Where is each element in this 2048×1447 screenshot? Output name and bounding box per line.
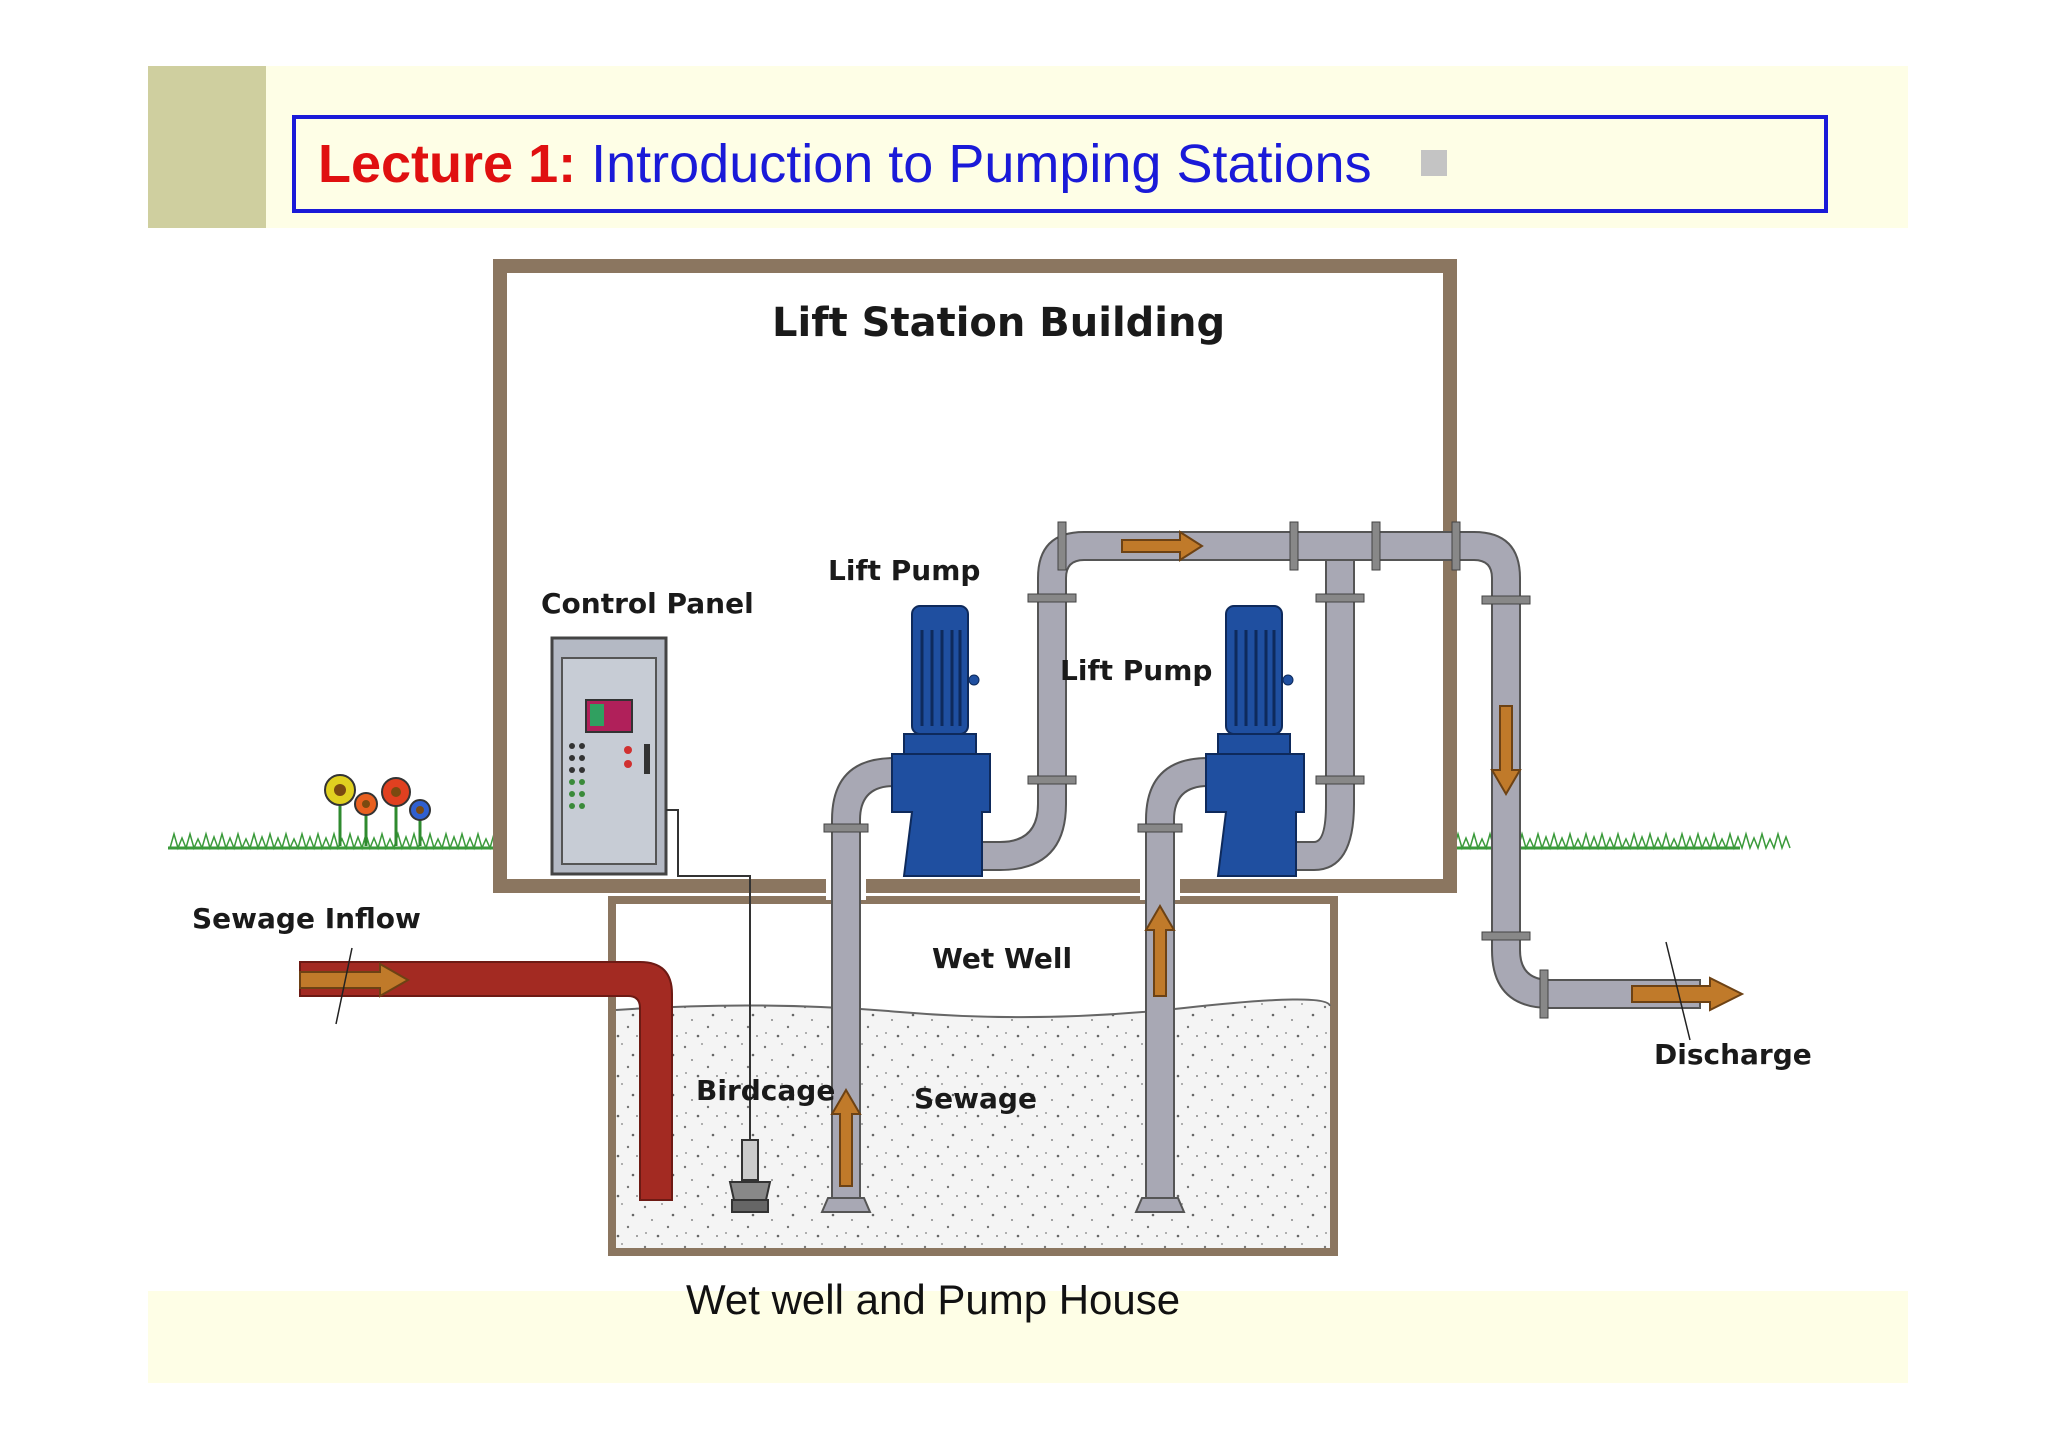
discharge-pipe-system bbox=[981, 521, 1701, 1019]
discharge-arrow-icon bbox=[1631, 976, 1745, 1012]
control-panel-label: Control Panel bbox=[541, 587, 754, 620]
header-accent-block bbox=[148, 66, 266, 228]
down-flow-arrow-icon bbox=[1490, 705, 1522, 796]
up-flow-arrow-2-icon bbox=[1144, 904, 1176, 997]
birdcage-label: Birdcage bbox=[696, 1074, 835, 1107]
building-label: Lift Station Building bbox=[772, 300, 1225, 346]
square-bullet-icon bbox=[1420, 150, 1447, 176]
flow-arrows bbox=[299, 530, 1745, 1187]
footer-band bbox=[148, 1291, 1908, 1383]
title-box: Lecture 1: Introduction to Pumping Stati… bbox=[292, 115, 1828, 213]
title-main: Introduction to Pumping Stations bbox=[591, 134, 1372, 194]
slide-title: Lecture 1: Introduction to Pumping Stati… bbox=[318, 133, 1447, 195]
control-panel bbox=[550, 636, 751, 1180]
birdcage-float bbox=[728, 1139, 772, 1213]
inflow-arrow-icon bbox=[299, 962, 411, 998]
flowers-decoration bbox=[324, 774, 431, 846]
discharge-label: Discharge bbox=[1654, 1038, 1812, 1071]
lift-pump-2 bbox=[1205, 605, 1305, 877]
lift-pump-1 bbox=[891, 605, 991, 877]
title-prefix: Lecture 1: bbox=[318, 134, 577, 194]
figure-caption: Wet well and Pump House bbox=[686, 1276, 1181, 1323]
sewage-label: Sewage bbox=[914, 1082, 1037, 1115]
up-flow-arrow-1-icon bbox=[830, 1088, 862, 1187]
wet-well-label: Wet Well bbox=[932, 942, 1072, 975]
lift-pump-label-2: Lift Pump bbox=[1060, 654, 1212, 687]
leader-lines bbox=[335, 941, 1691, 1041]
sewage-inflow-label: Sewage Inflow bbox=[192, 902, 421, 935]
top-flow-arrow-icon bbox=[1121, 530, 1204, 562]
lift-pump-label-1: Lift Pump bbox=[828, 554, 980, 587]
